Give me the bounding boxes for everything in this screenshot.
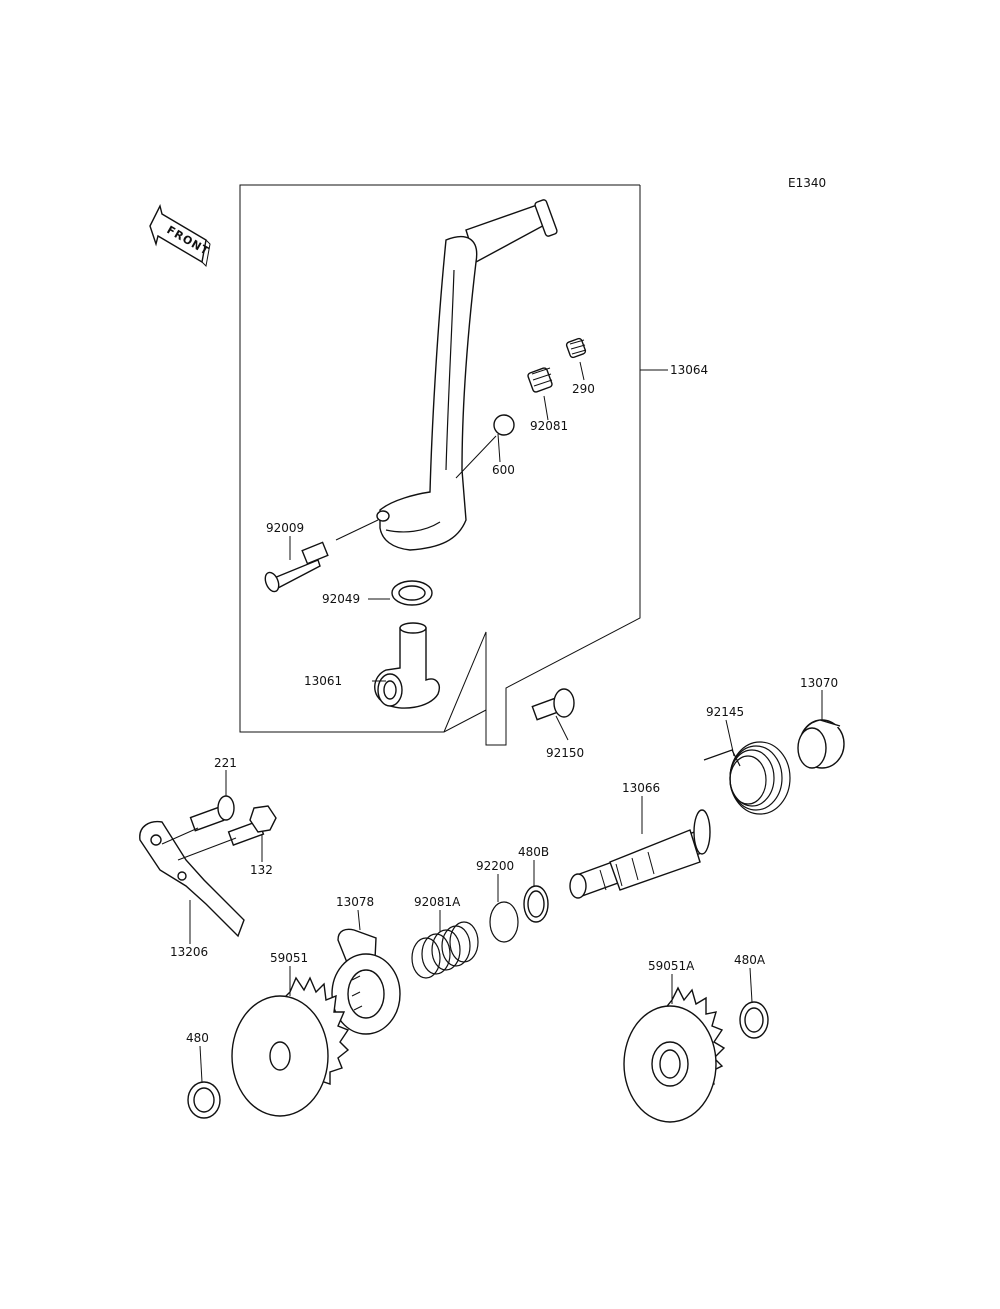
washer-92200	[489, 901, 519, 943]
label-132: 132	[250, 863, 273, 877]
collar-13070	[797, 719, 845, 769]
bracket-13206	[139, 820, 245, 938]
label-92150: 92150	[546, 746, 584, 760]
ratchet-13078	[331, 928, 401, 1035]
assembly-outline	[239, 184, 641, 746]
bolt-92150	[531, 688, 575, 721]
circlip-480a	[739, 1001, 769, 1039]
gear-59051	[231, 976, 350, 1117]
shaft-13066	[569, 809, 711, 899]
label-480: 480	[186, 1031, 209, 1045]
ball-600	[493, 414, 515, 436]
front-arrow-icon: FRONT	[149, 203, 212, 268]
label-92081: 92081	[530, 419, 568, 433]
kick-arm-13061	[374, 622, 440, 709]
circlip-480	[187, 1081, 221, 1119]
spring-290	[565, 337, 587, 359]
spring-92081a	[411, 921, 479, 979]
label-600: 600	[492, 463, 515, 477]
label-290: 290	[572, 382, 595, 396]
label-92145: 92145	[706, 705, 744, 719]
label-59051a: 59051A	[648, 959, 695, 973]
label-221: 221	[214, 756, 237, 770]
bolt-132	[227, 805, 277, 846]
spring-92081	[527, 367, 553, 393]
label-480a: 480A	[734, 953, 766, 967]
label-92049: 92049	[322, 592, 360, 606]
leader-lines	[189, 361, 823, 1083]
label-13066: 13066	[622, 781, 660, 795]
label-13070: 13070	[800, 676, 838, 690]
circlip-480b	[523, 885, 549, 923]
label-13078: 13078	[336, 895, 374, 909]
kick-pedal-lever	[376, 199, 558, 551]
label-13061: 13061	[304, 674, 342, 688]
spring-92145	[703, 741, 791, 815]
label-92009: 92009	[266, 521, 304, 535]
bolt-92009	[264, 541, 329, 593]
label-92081a: 92081A	[414, 895, 461, 909]
label-13206: 13206	[170, 945, 208, 959]
label-13064: 13064	[670, 363, 708, 377]
washer-92049	[391, 580, 433, 606]
label-92200: 92200	[476, 859, 514, 873]
diagram-code: E1340	[788, 176, 826, 190]
gear-59051a	[623, 986, 726, 1123]
bolt-221	[189, 795, 235, 832]
label-59051: 59051	[270, 951, 308, 965]
label-480b: 480B	[518, 845, 549, 859]
